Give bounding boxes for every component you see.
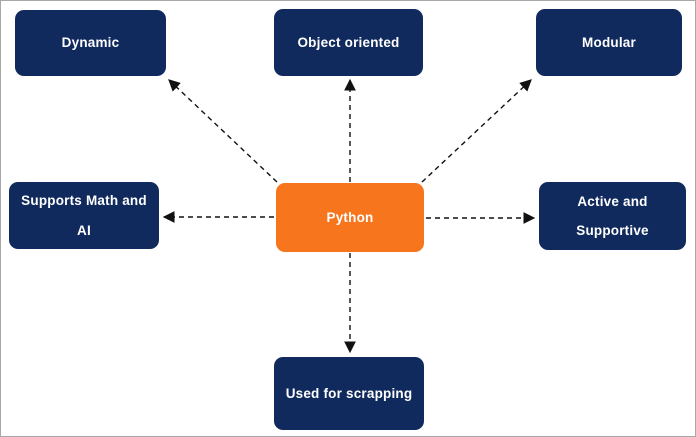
node-python-center: Python [276,183,424,252]
node-active-supportive-label: Active and Supportive [576,193,649,238]
node-object-oriented-label: Object oriented [297,34,400,50]
node-supports-math-ai: Supports Math and AI [9,182,159,249]
node-modular: Modular [536,9,682,76]
node-active-supportive: Active and Supportive [539,182,686,250]
node-used-for-scrapping-label: Used for scrapping [285,385,413,401]
node-modular-label: Modular [582,34,636,50]
node-used-for-scrapping: Used for scrapping [274,357,424,430]
node-supports-math-ai-label: Supports Math and AI [21,193,147,238]
arrow-python-to-dynamic [168,79,278,183]
arrow-python-to-modular [421,79,532,183]
node-dynamic: Dynamic [15,10,166,76]
node-dynamic-label: Dynamic [61,35,120,51]
node-python-label: Python [326,209,374,225]
node-object-oriented: Object oriented [274,9,423,76]
